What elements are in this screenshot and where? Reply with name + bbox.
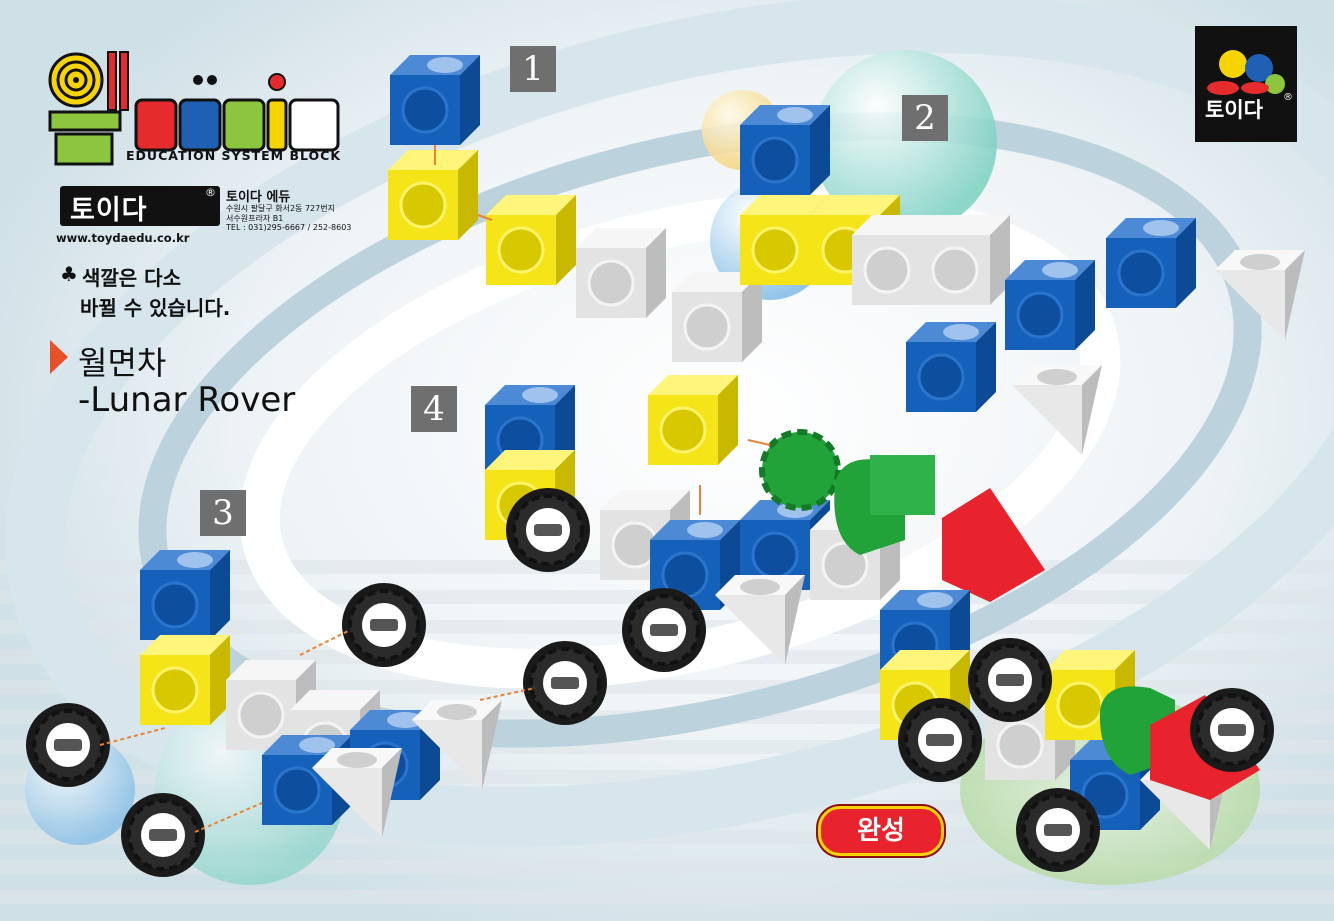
company-building: 서수원프라자 B1 — [226, 214, 284, 223]
model-title-english: -Lunar Rover — [78, 380, 296, 420]
brand-tagline: EDUCATION SYSTEM BLOCK — [126, 148, 342, 163]
bubble-teal — [813, 50, 997, 234]
green-gear — [759, 429, 841, 511]
corner-registered-mark: ® — [1283, 92, 1293, 103]
step-number-1: 1 — [510, 46, 556, 92]
company-website: www.toydaedu.co.kr — [56, 231, 190, 245]
step-2-illustration — [738, 103, 1305, 455]
model-title-korean: 월면차 — [78, 344, 167, 382]
red-wedge — [942, 488, 1045, 602]
notice-line-2: 바뀔 수 있습니다. — [80, 296, 231, 320]
completed-rover-illustration — [878, 588, 1276, 874]
step-3-illustration — [24, 548, 609, 879]
company-tel: TEL : 031)295-6667 / 252-8603 — [226, 223, 352, 232]
club-icon: ♣ — [60, 262, 78, 286]
step-number-2: 2 — [902, 95, 948, 141]
company-logo: 토이다 ® — [60, 186, 220, 226]
flower-icon — [1207, 50, 1285, 95]
toyda-corner-logo: 토이다 ® — [1195, 26, 1297, 142]
spiral-icon — [48, 51, 129, 166]
company-logo-text: 토이다 — [70, 195, 148, 226]
step-number-4: 4 — [411, 386, 457, 432]
notice-line-1: 색깔은 다소 — [82, 266, 181, 290]
step-1-illustration — [386, 53, 764, 364]
step-number-3: 3 — [200, 490, 246, 536]
registered-mark: ® — [205, 186, 216, 199]
curix-wordmark — [134, 73, 340, 152]
complete-badge: 완성 — [818, 806, 944, 856]
curix-logo: EDUCATION SYSTEM BLOCK — [42, 40, 382, 170]
company-name: 토이다 에듀 — [226, 190, 291, 205]
company-address: 수원시 팔달구 화서2동 727번지 — [226, 204, 335, 213]
triangle-right-icon — [50, 340, 68, 374]
step-4-illustration — [483, 373, 1045, 674]
corner-logo-text: 토이다 — [1205, 98, 1263, 122]
corner-logo-sub: EDUCATION — [1211, 129, 1285, 140]
